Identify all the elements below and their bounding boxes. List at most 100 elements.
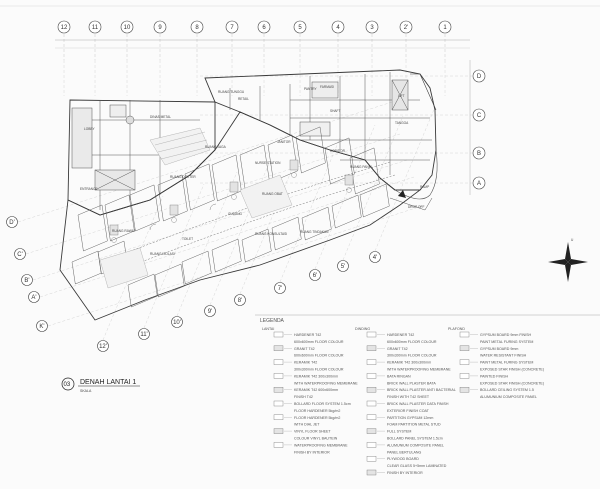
grid-bubbles-bottom: 12'11'10'9'8'7'6'5'4': [97, 251, 381, 352]
grid-label-bottom: 10': [173, 320, 181, 326]
grid-label-top: 1: [443, 25, 447, 31]
legend-item: PANEL BERTULANG: [387, 450, 421, 454]
legend-item: EXPOSED STAR FINISH (CONCRETE): [480, 381, 544, 385]
legend-item: KERAMIK T42: [294, 361, 317, 365]
legend-swatch: [366, 331, 377, 338]
grid-bubble-left: [6, 216, 18, 228]
legend-swatch: [366, 469, 377, 476]
drawing-title: 03 DENAH LANTAI 1 SKALA: [61, 377, 140, 393]
legend-item: BATA RINGAN: [387, 374, 411, 378]
legend-swatch: [366, 400, 377, 407]
legend-swatch: [366, 442, 377, 448]
grid-label-bottom: 8': [238, 298, 242, 304]
building-lower-wing: [59, 111, 422, 321]
corridor: [119, 161, 396, 269]
room-label: DINAS METAL: [150, 115, 171, 119]
grid-bubble-top: [438, 20, 452, 34]
legend-item: ALUMUNIUM COMPOSITE PANEL: [387, 443, 444, 447]
grid-bubble-top: [257, 20, 271, 34]
grid-bubble-left: [28, 291, 40, 303]
legend-swatch: [366, 428, 377, 434]
room-label: DROP OFF: [408, 205, 424, 209]
grid-bubble-bottom: [171, 316, 183, 328]
grid-bubble-bottom: [369, 251, 381, 263]
legend-item: 600x600mm FLOOR COLOUR: [387, 340, 437, 344]
grid-label-top: 6: [262, 25, 266, 31]
legend-swatch: [273, 387, 284, 393]
room-label: RUANG PANEL: [350, 165, 373, 169]
grid-label-bottom: 11': [140, 332, 147, 338]
grid-lines-top: [55, 34, 470, 96]
legend-swatch: [366, 456, 377, 462]
grid-bubble-top: [153, 20, 167, 34]
legend-item: EXTERIOR FINISH COAT: [387, 409, 430, 413]
legend-heading: LEGENDA: [260, 318, 285, 324]
legend-item: KERAMIK T42 300x300mm: [294, 374, 338, 378]
legend-group-title: DINDING: [355, 327, 370, 331]
legend-item: BOLLARD PANEL SYSTEM 1.5cm: [387, 437, 443, 441]
room-label: RUANG DOKTER: [170, 175, 196, 179]
grid-bubble-bottom: [204, 305, 216, 317]
room-label: TANGGA: [395, 121, 409, 125]
grid-label-top: 8: [195, 25, 199, 31]
grid-bubble-bottom: [97, 340, 109, 352]
grid-bubble-bottom: [234, 294, 246, 306]
legend-item: VINYL FLOOR SHEET: [294, 430, 331, 434]
legend-swatch: [273, 400, 284, 407]
legend-swatch: [459, 359, 470, 365]
grid-label-right: A: [477, 181, 481, 187]
legend-item: GYPSUM BOARD 9mm: [480, 347, 518, 351]
legend-item: BOLLARD CEILING SYSTEM 1.5: [480, 388, 534, 392]
grid-label-top: 10: [124, 25, 131, 31]
legend-swatch: [459, 373, 470, 379]
room-label: FARMASI: [320, 85, 334, 89]
grid-label-left: K': [39, 324, 44, 330]
room-label: KORIDOR: [330, 149, 346, 153]
legend-item: WATERPROOFING MEMBRANE: [294, 443, 348, 447]
room-label: RUANG ISOLASI: [150, 252, 175, 256]
legend-item: PAINTED FINISH: [480, 374, 508, 378]
grid-label-top: 5: [298, 25, 302, 31]
legend-swatch: [366, 345, 377, 351]
room-label: LOBBY: [84, 127, 96, 131]
room-label: GUDANG: [228, 212, 243, 216]
grid-bubble-top: [365, 20, 379, 34]
legend-item: 600x600mm FLOOR COLOUR: [294, 340, 344, 344]
drawing-number: 03: [64, 382, 71, 388]
legend-item: COLOUR VINYL BAUTEIN: [294, 437, 338, 441]
grid-bubble-top: [225, 20, 239, 34]
grid-label-top: 2': [404, 25, 408, 31]
grid-label-bottom: 5': [341, 264, 345, 270]
hatched-zones: [99, 127, 293, 289]
drawing-scale: SKALA: [80, 389, 92, 393]
legend-item: PLYWOOD BOARD: [387, 457, 419, 461]
legend-item: WITH DIAL JET: [294, 423, 320, 427]
legend-item: FLOOR HARDENER 5kg/m2: [294, 416, 340, 420]
legend-swatch: [273, 373, 284, 379]
room-label: LIFT: [398, 94, 405, 98]
grid-bubble-top: [88, 20, 102, 34]
grid-bubble-bottom: [337, 260, 349, 272]
grid-label-left: C': [17, 252, 22, 258]
upper-block-walls: [71, 72, 432, 210]
grid-bubble-bottom: [274, 282, 286, 294]
legend-item: FINISH BY INTERIOR: [294, 450, 330, 454]
room-label: RUANG KONSULTASI: [255, 232, 287, 236]
grid-bubble-left: [36, 320, 48, 332]
grid-label-bottom: 4': [373, 255, 377, 261]
north-arrow-compass: U: [548, 238, 588, 282]
legend-item: ALUMUNIUM COMPOSITE PANEL: [480, 395, 537, 399]
legend-item: CLEAR GLASS 5+5mm LAMINATED: [387, 464, 447, 468]
grid-label-top: 9: [158, 25, 162, 31]
room-label: NURSE STATION: [255, 161, 281, 165]
grid-label-top: 4: [336, 25, 340, 31]
drawing-name: DENAH LANTAI 1: [80, 379, 136, 386]
legend-item: 600x600mm FLOOR COLOUR: [294, 354, 344, 358]
grid-bubble-right: [472, 69, 486, 83]
legend-swatch: [459, 345, 470, 351]
legend-item: FINISH BY INTERIOR: [387, 471, 423, 475]
lower-wing-rooms: [71, 126, 390, 308]
